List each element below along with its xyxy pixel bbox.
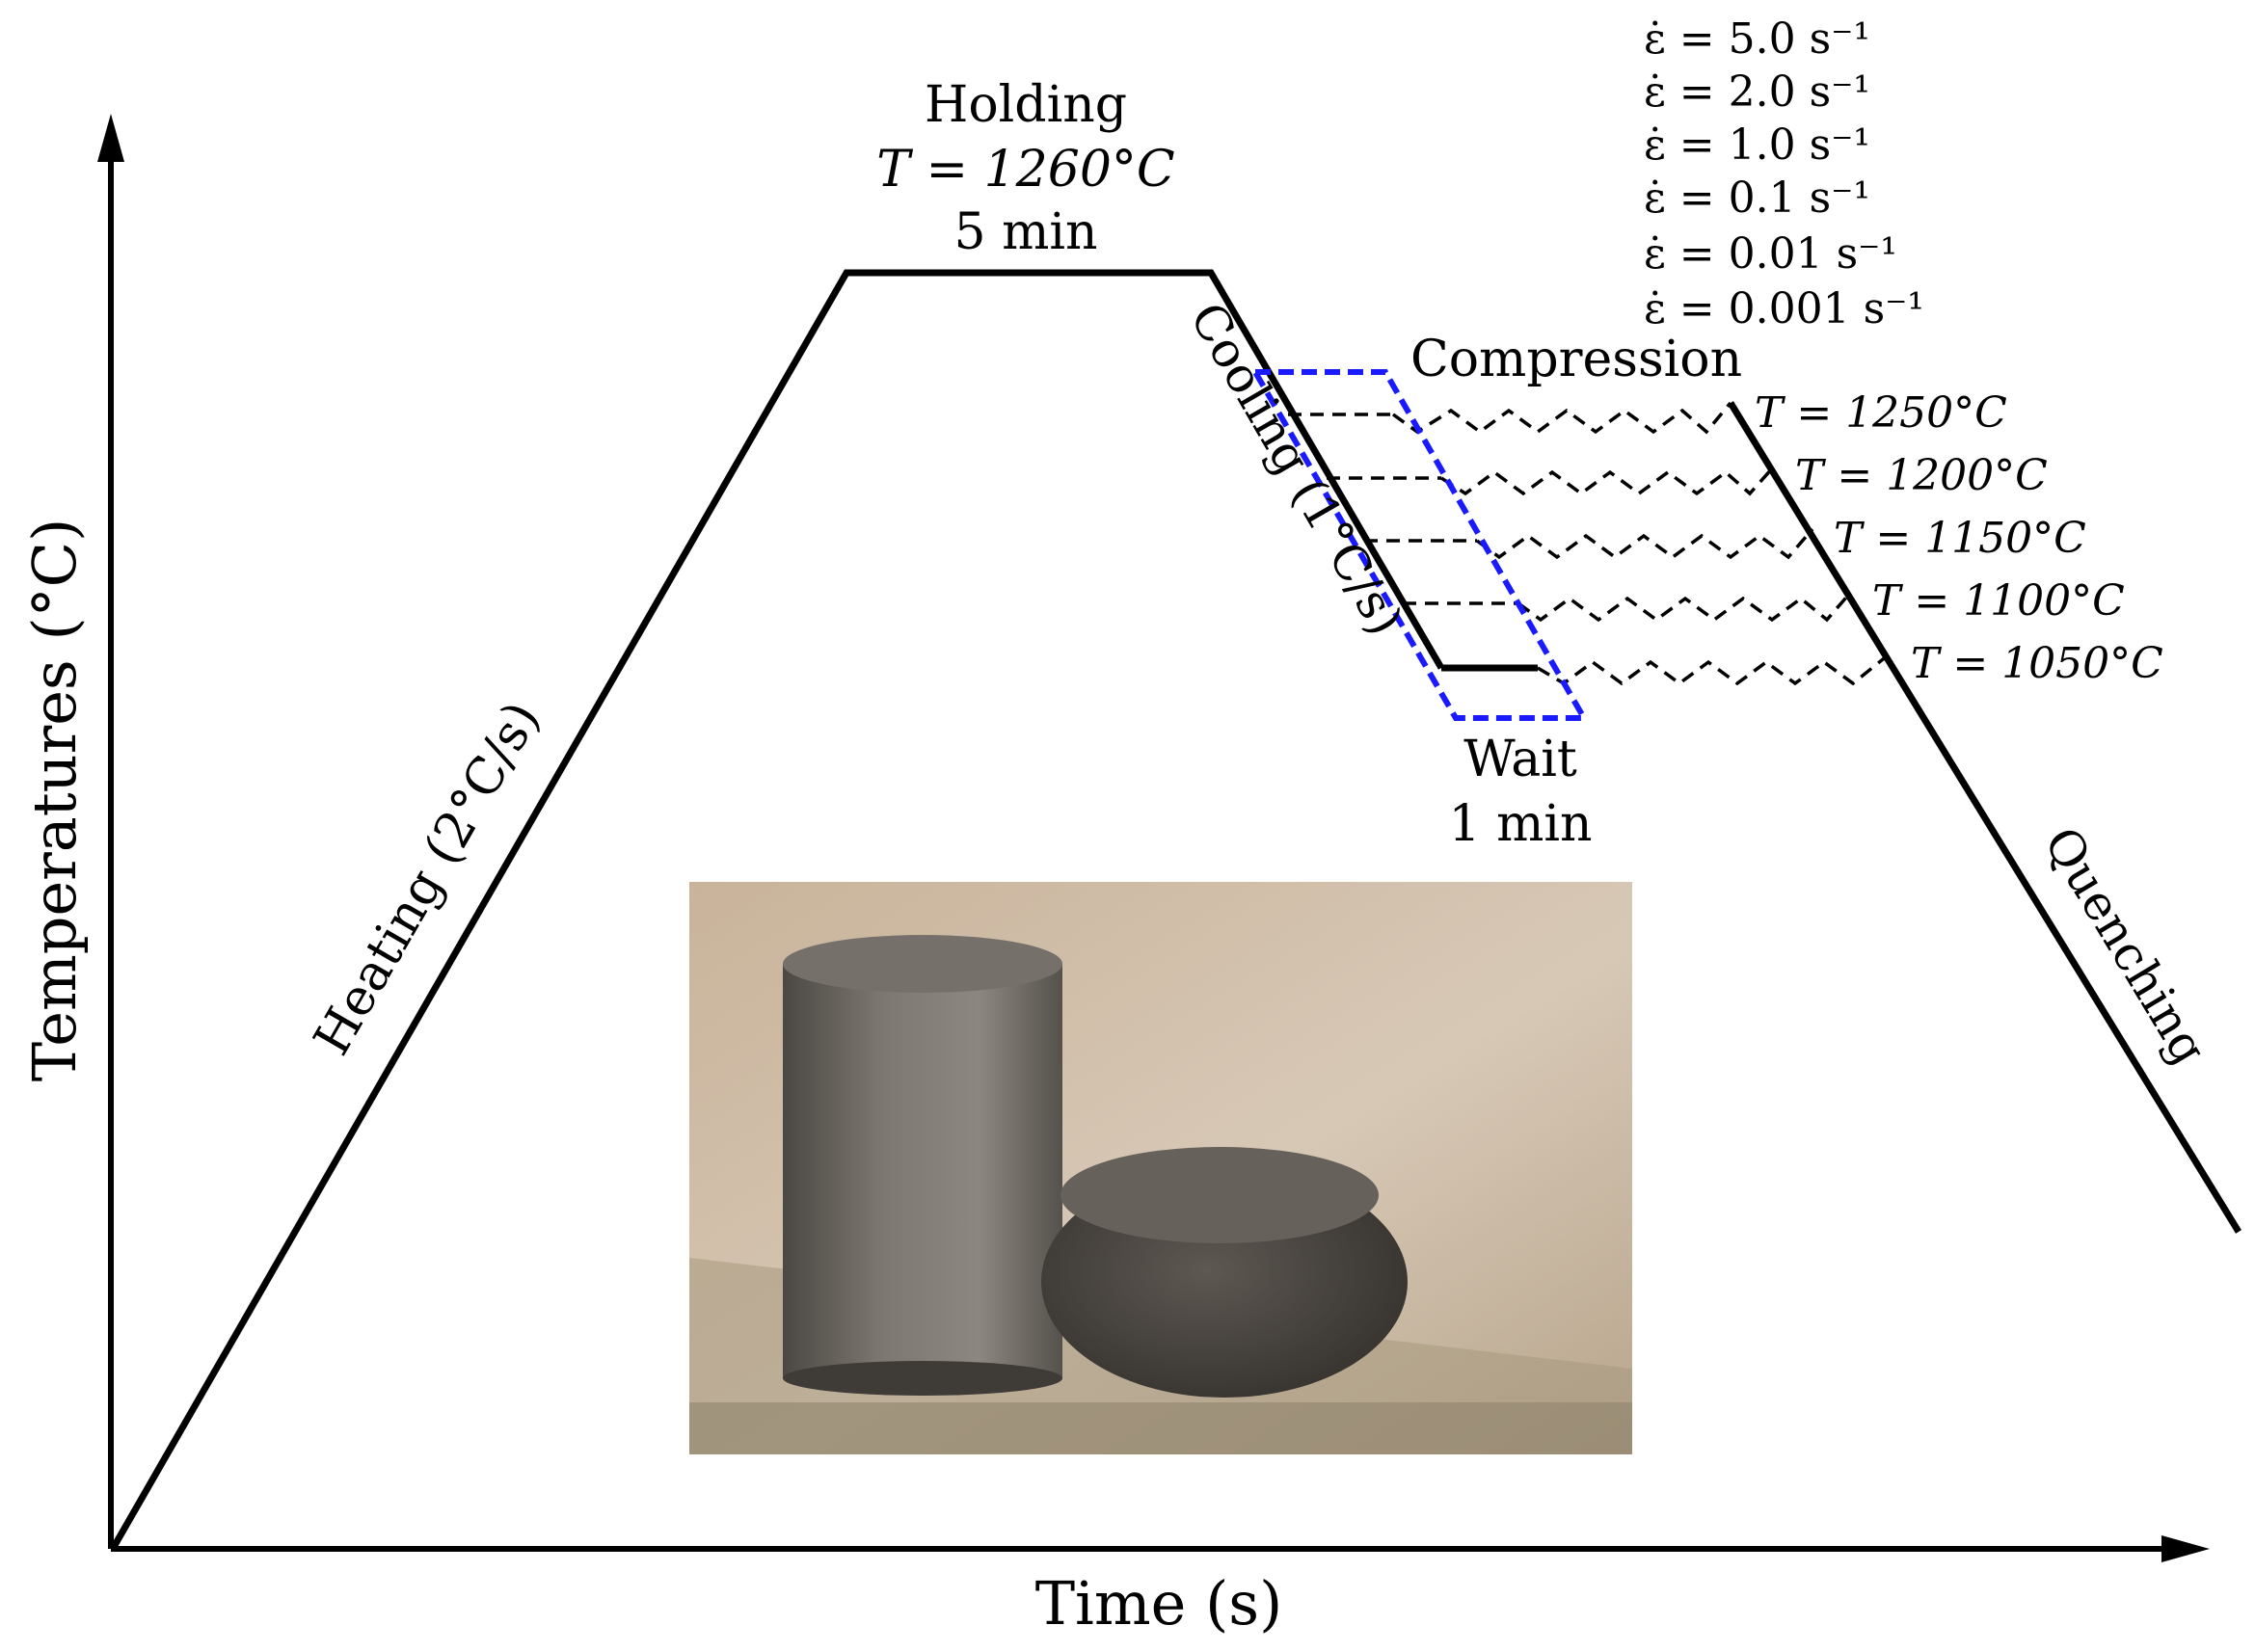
uncompressed-specimen [783,935,1062,1396]
zigzag-1100 [1517,590,1853,623]
x-axis-arrow-icon [2161,1535,2210,1562]
compression-paths [1391,401,1890,686]
deformation-temperature-list: T = 1250°C T = 1200°C T = 1150°C T = 110… [1755,388,2163,688]
y-axis-label: Temperatures (°C) [19,519,90,1082]
zigzag-1250 [1391,401,1732,435]
zigzag-1050 [1537,653,1890,686]
cooling-label: Cooling (1°C/s) [1179,293,1414,644]
wait-duration: 1 min [1448,795,1592,853]
strain-rate-item: ε̇ = 0.001 s⁻¹ [1644,284,1924,333]
photo-shelf-edge [689,1402,1632,1454]
temperature-label-1200: T = 1200°C [1795,451,2048,500]
zigzag-1150 [1475,527,1814,560]
heating-and-holding-segment [110,269,1445,1549]
wait-region-box [1249,369,1590,721]
y-axis-arrow-icon [97,114,124,162]
strain-rate-item: ε̇ = 0.01 s⁻¹ [1644,229,1897,279]
wait-title: Wait [1463,731,1577,788]
temperature-label-1250: T = 1250°C [1755,388,2007,438]
holding-duration: 5 min [953,203,1097,261]
strain-rate-item: ε̇ = 0.1 s⁻¹ [1644,173,1870,223]
quenching-segment [1728,401,2242,1234]
strain-rate-item: ε̇ = 5.0 s⁻¹ [1644,14,1870,64]
holding-title: Holding [925,76,1127,134]
thermal-profile [110,269,2242,1549]
heating-label: Heating (2°C/s) [303,692,551,1064]
temperature-label-1100: T = 1100°C [1872,576,2125,626]
zigzag-1200 [1440,465,1776,496]
strain-rate-item: ε̇ = 1.0 s⁻¹ [1644,120,1870,170]
x-axis-label: Time (s) [1035,1568,1283,1639]
specimen-photo-icon [689,882,1632,1454]
temperature-label-1050: T = 1050°C [1911,639,2163,688]
compression-label: Compression [1410,331,1742,388]
holding-temperature: T = 1260°C [876,141,1174,199]
strain-rate-item: ε̇ = 2.0 s⁻¹ [1644,67,1870,117]
isothermal-holds [1288,413,1518,605]
axes [97,114,2210,1562]
temperature-label-1150: T = 1150°C [1834,514,2086,563]
compressed-specimen [1041,1147,1408,1398]
strain-rate-list: ε̇ = 5.0 s⁻¹ ε̇ = 2.0 s⁻¹ ε̇ = 1.0 s⁻¹ ε… [1644,14,1924,333]
